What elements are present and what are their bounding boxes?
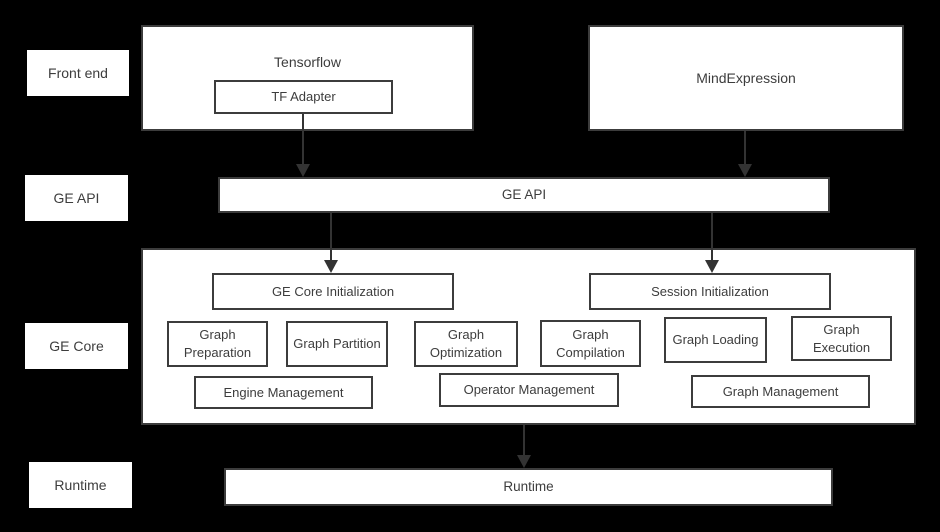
mindexpression-box: MindExpression — [588, 25, 904, 131]
pipeline-box-graph-compilation: Graph Compilation — [540, 320, 641, 367]
graph-management-box: Graph Management — [691, 375, 870, 408]
arrow-down-icon-ge-api-to-session-init — [705, 213, 719, 273]
pipeline-box-graph-partition: Graph Partition — [286, 321, 388, 367]
arrow-head — [705, 260, 719, 273]
session-initialization-box: Session Initialization — [589, 273, 831, 310]
arrow-head — [517, 455, 531, 468]
arrow-down-icon-ge-core-to-runtime — [517, 425, 531, 468]
arrow-line — [330, 213, 332, 260]
layer-label-ge-api: GE API — [25, 175, 128, 221]
arrow-line — [523, 425, 525, 455]
arrow-line — [711, 213, 713, 260]
layer-label-runtime: Runtime — [29, 462, 132, 508]
operator-management-box: Operator Management — [439, 373, 619, 407]
arrow-line — [744, 131, 746, 164]
tf-adapter-box: TF Adapter — [214, 80, 393, 114]
layer-label-front-end: Front end — [27, 50, 129, 96]
ge-core-initialization-box: GE Core Initialization — [212, 273, 454, 310]
arrow-head — [738, 164, 752, 177]
layer-label-ge-core: GE Core — [25, 323, 128, 369]
pipeline-box-graph-optimization: Graph Optimization — [414, 321, 518, 367]
arrow-down-icon-mindexpression-to-ge-api — [738, 131, 752, 177]
ge-api-bar: GE API — [218, 177, 830, 213]
arrow-head — [296, 164, 310, 177]
arrow-down-icon-tf-adapter-to-ge-api — [296, 114, 310, 177]
engine-management-box: Engine Management — [194, 376, 373, 409]
tensorflow-label: Tensorflow — [274, 54, 341, 70]
runtime-bar: Runtime — [224, 468, 833, 506]
arrow-line — [302, 114, 304, 164]
pipeline-box-graph-loading: Graph Loading — [664, 317, 767, 363]
pipeline-box-graph-execution: Graph Execution — [791, 316, 892, 361]
arrow-down-icon-ge-api-to-ge-core-init — [324, 213, 338, 273]
arrow-head — [324, 260, 338, 273]
pipeline-box-graph-preparation: Graph Preparation — [167, 321, 268, 367]
